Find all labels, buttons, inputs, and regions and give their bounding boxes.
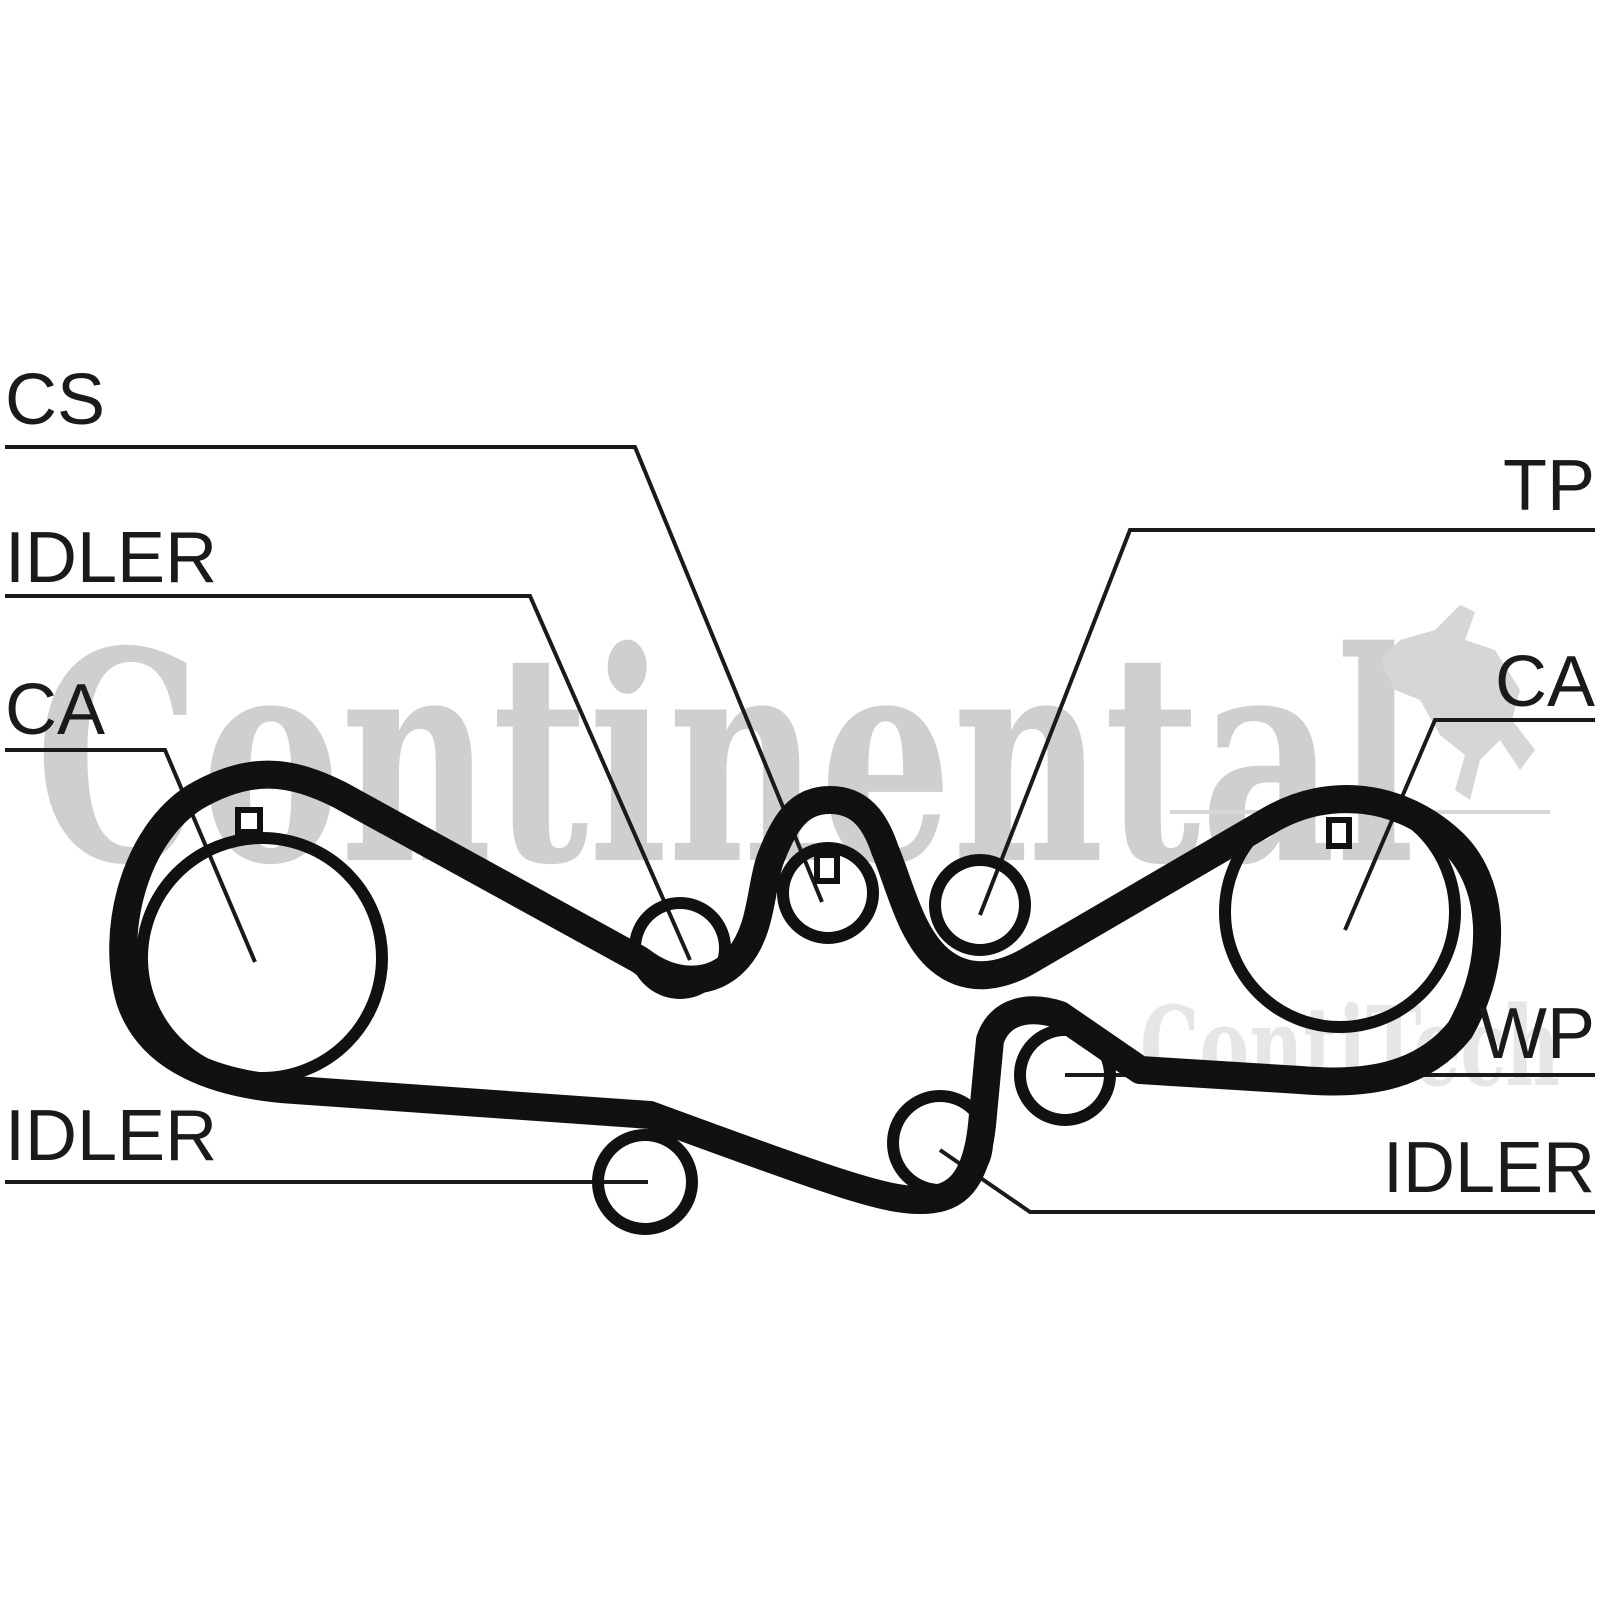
watermark-brand: Continental xyxy=(35,589,1415,929)
camshaft-pulley-right xyxy=(1219,791,1461,1033)
timing-mark-crank-icon xyxy=(814,852,840,884)
idler-pulley-bottom-left xyxy=(592,1129,698,1235)
label-ca-left: CA xyxy=(5,670,105,750)
leader-idler-top-left xyxy=(5,594,692,961)
leader-ca-left xyxy=(5,748,257,963)
label-idler-bottom-left: IDLER xyxy=(5,1096,217,1176)
tensioner-pulley xyxy=(929,854,1031,956)
water-pump-pulley xyxy=(1014,1024,1116,1126)
label-wp: WP xyxy=(1479,994,1595,1074)
timing-belt xyxy=(109,760,1502,1214)
crankshaft-pulley xyxy=(777,842,879,944)
leader-tp xyxy=(978,528,1595,916)
leader-ca-right xyxy=(1343,718,1595,931)
horse-logo-icon xyxy=(1380,605,1535,800)
pulleys xyxy=(136,791,1461,1235)
idler-pulley-bottom-right xyxy=(887,1090,993,1196)
timing-mark-left-icon xyxy=(235,807,263,835)
label-tp: TP xyxy=(1503,446,1595,526)
component-labels: CS IDLER CA TP CA WP IDLER IDLER xyxy=(5,360,1595,1208)
label-idler-bottom-right: IDLER xyxy=(1383,1128,1595,1208)
label-idler-top-left: IDLER xyxy=(5,518,217,598)
leader-cs xyxy=(5,445,824,903)
timing-mark-right-icon xyxy=(1326,817,1352,849)
idler-pulley-top-left xyxy=(629,897,731,999)
watermark: Continental ContiTech xyxy=(35,589,1560,1111)
label-cs: CS xyxy=(5,360,105,440)
label-ca-right: CA xyxy=(1495,642,1595,722)
camshaft-pulley-left xyxy=(136,832,388,1084)
